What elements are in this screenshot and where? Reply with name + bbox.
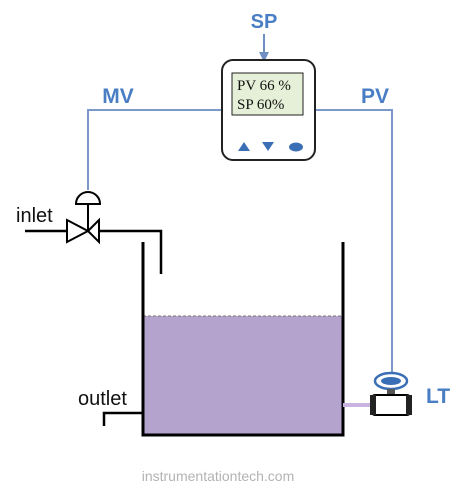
tank-walls: [141, 242, 345, 437]
display-line-sp: SP 60%: [237, 97, 284, 113]
mv-signal-line: [87, 109, 222, 190]
pv-label: PV: [361, 85, 389, 108]
valve-body-right-icon: [86, 217, 100, 245]
down-arrow-button-icon[interactable]: [262, 142, 274, 151]
lt-label: LT: [426, 385, 450, 408]
watermark-text: instrumentationtech.com: [142, 468, 295, 484]
display-line-pv: PV 66 %: [237, 78, 291, 94]
outlet-label: outlet: [78, 388, 127, 410]
transmitter-display-icon: [381, 377, 401, 385]
up-arrow-button-icon[interactable]: [238, 142, 250, 151]
enter-button-icon[interactable]: [289, 142, 303, 152]
pv-signal-line: [315, 109, 393, 372]
tank: [141, 242, 345, 437]
valve-body-left-icon: [66, 218, 91, 244]
valve-actuator-icon: [74, 191, 102, 205]
tank-liquid: [143, 316, 343, 434]
control-valve: [66, 191, 102, 245]
controller: PV 66 % SP 60%: [221, 59, 316, 161]
setpoint-label: SP: [251, 11, 278, 33]
outlet-pipe: [102, 411, 143, 426]
transmitter-flange-left: [370, 395, 376, 415]
inlet-pipe-to-tank: [99, 229, 163, 274]
mv-label: MV: [102, 85, 134, 108]
transmitter-flange-right: [406, 395, 412, 415]
inlet-label: inlet: [16, 205, 53, 227]
transmitter-body: [371, 394, 411, 416]
controller-display: [231, 72, 304, 116]
transmitter-neck: [387, 389, 395, 395]
level-transmitter: [343, 371, 412, 416]
